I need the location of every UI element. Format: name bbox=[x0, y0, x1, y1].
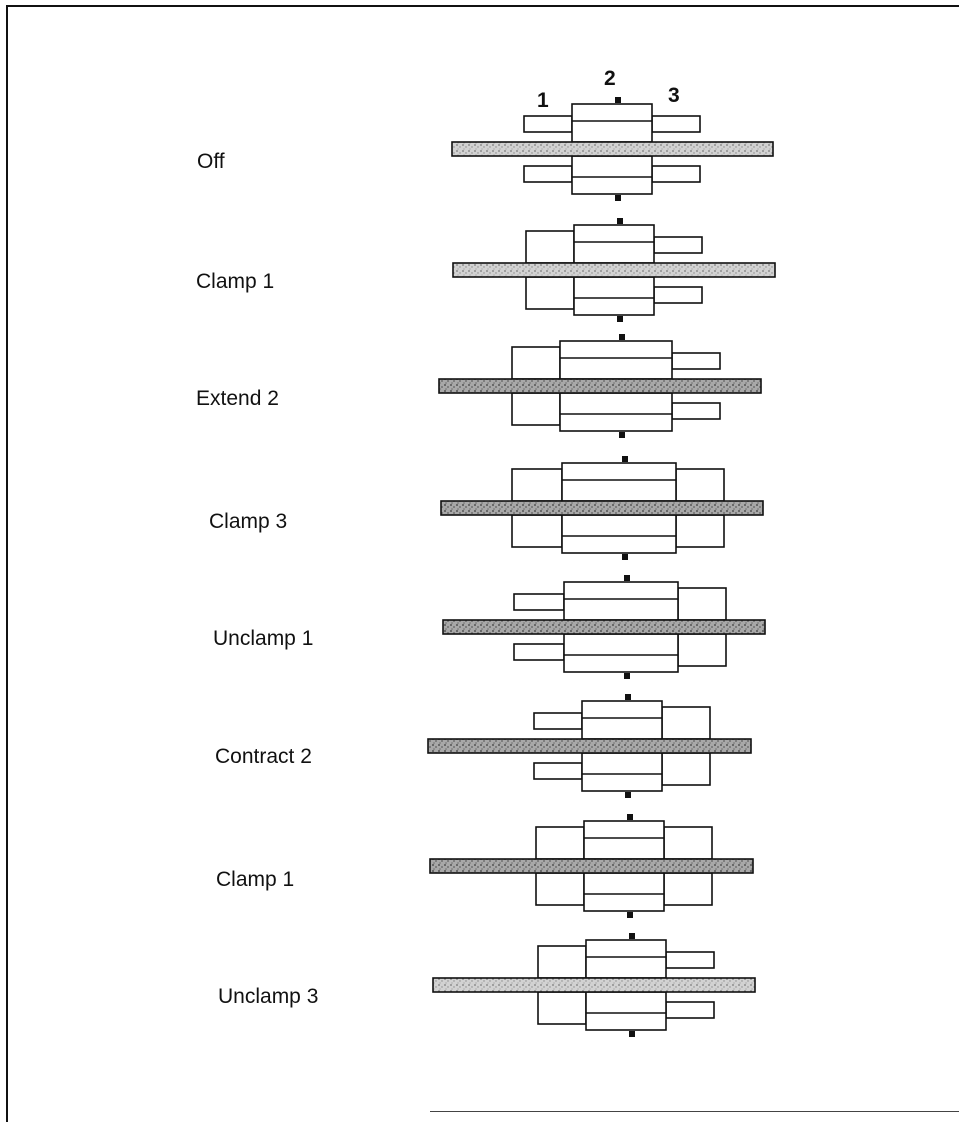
stage-1-marker-top bbox=[615, 97, 621, 103]
stage-3-marker-top bbox=[619, 334, 625, 340]
stage-1-actuator-2-lower bbox=[571, 155, 653, 195]
position-label-2: 2 bbox=[604, 67, 616, 90]
frame-bottom-border bbox=[430, 1111, 959, 1112]
stage-5-rod bbox=[442, 619, 766, 635]
stage-6-marker-top bbox=[625, 694, 631, 700]
stage-3-actuator-2-upper bbox=[559, 340, 673, 380]
stage-5-marker-bottom bbox=[624, 673, 630, 679]
stage-4-actuator-2-lower bbox=[561, 514, 677, 554]
stage-6-clamp-1-upper bbox=[533, 712, 583, 730]
stage-2-rod bbox=[452, 262, 776, 278]
stage-5-actuator-2-upper bbox=[563, 581, 679, 621]
position-label-1: 1 bbox=[537, 89, 549, 112]
stage-3-clamp-3-lower bbox=[671, 402, 721, 420]
stage-8-actuator-2-lower bbox=[585, 991, 667, 1031]
stage-7-clamp-3-lower bbox=[663, 872, 713, 906]
stage-4-clamp-3-upper bbox=[675, 468, 725, 502]
stage-4-clamp-1-lower bbox=[511, 514, 563, 548]
stage-7-rod bbox=[429, 858, 754, 874]
stage-1-rod bbox=[451, 141, 774, 157]
stage-2-clamp-1-lower bbox=[525, 276, 575, 310]
stage-7-marker-bottom bbox=[627, 912, 633, 918]
stage-1-clamp-1-lower bbox=[523, 165, 573, 183]
step-label-unclamp-1: Unclamp 1 bbox=[213, 627, 314, 650]
stage-3-clamp-3-upper bbox=[671, 352, 721, 370]
stage-1-clamp-3-upper bbox=[651, 115, 701, 133]
stage-5-clamp-3-upper bbox=[677, 587, 727, 621]
stage-2-clamp-3-lower bbox=[653, 286, 703, 304]
stage-2-clamp-3-upper bbox=[653, 236, 703, 254]
stage-6-clamp-1-lower bbox=[533, 762, 583, 780]
stage-8-rod bbox=[432, 977, 756, 993]
stage-1-clamp-1-upper bbox=[523, 115, 573, 133]
stage-1-clamp-3-lower bbox=[651, 165, 701, 183]
stage-7-clamp-1-upper bbox=[535, 826, 585, 860]
stage-7-clamp-1-lower bbox=[535, 872, 585, 906]
stage-7-actuator-2-upper bbox=[583, 820, 665, 860]
stage-6-actuator-2-upper bbox=[581, 700, 663, 740]
stage-8-marker-bottom bbox=[629, 1031, 635, 1037]
stage-6-marker-bottom bbox=[625, 792, 631, 798]
step-label-contract-2: Contract 2 bbox=[215, 745, 312, 768]
stage-2-actuator-2-lower bbox=[573, 276, 655, 316]
stage-6-rod bbox=[427, 738, 752, 754]
stage-3-clamp-1-lower bbox=[511, 392, 561, 426]
stage-2-marker-top bbox=[617, 218, 623, 224]
stage-4-marker-top bbox=[622, 456, 628, 462]
stage-2-marker-bottom bbox=[617, 316, 623, 322]
stage-4-rod bbox=[440, 500, 764, 516]
stage-2-clamp-1-upper bbox=[525, 230, 575, 264]
frame-top-border bbox=[6, 5, 959, 7]
stage-8-actuator-2-upper bbox=[585, 939, 667, 979]
step-label-clamp-3: Clamp 3 bbox=[209, 510, 288, 533]
step-label-off: Off bbox=[197, 150, 225, 173]
stage-6-clamp-3-lower bbox=[661, 752, 711, 786]
stage-6-clamp-3-upper bbox=[661, 706, 711, 740]
stage-4-actuator-2-upper bbox=[561, 462, 677, 502]
stage-8-marker-top bbox=[629, 933, 635, 939]
position-label-3: 3 bbox=[668, 84, 680, 107]
stage-5-clamp-3-lower bbox=[677, 633, 727, 667]
stage-5-clamp-1-lower bbox=[513, 643, 565, 661]
stage-3-actuator-2-lower bbox=[559, 392, 673, 432]
stage-1-actuator-2-upper bbox=[571, 103, 653, 143]
stage-3-clamp-1-upper bbox=[511, 346, 561, 380]
stage-4-clamp-3-lower bbox=[675, 514, 725, 548]
stage-8-clamp-3-lower bbox=[665, 1001, 715, 1019]
stage-7-actuator-2-lower bbox=[583, 872, 665, 912]
step-label-clamp-1-second: Clamp 1 bbox=[216, 868, 295, 891]
stage-5-marker-top bbox=[624, 575, 630, 581]
stage-8-clamp-1-lower bbox=[537, 991, 587, 1025]
stage-8-clamp-3-upper bbox=[665, 951, 715, 969]
stage-2-actuator-2-upper bbox=[573, 224, 655, 264]
stage-4-clamp-1-upper bbox=[511, 468, 563, 502]
step-label-unclamp-3: Unclamp 3 bbox=[218, 985, 319, 1008]
stage-1-marker-bottom bbox=[615, 195, 621, 201]
stage-7-marker-top bbox=[627, 814, 633, 820]
step-label-extend-2: Extend 2 bbox=[196, 387, 279, 410]
stage-5-actuator-2-lower bbox=[563, 633, 679, 673]
frame-left-border bbox=[6, 5, 8, 1122]
stage-7-clamp-3-upper bbox=[663, 826, 713, 860]
stage-3-marker-bottom bbox=[619, 432, 625, 438]
step-label-clamp-1: Clamp 1 bbox=[196, 270, 275, 293]
stage-3-rod bbox=[438, 378, 762, 394]
stage-5-clamp-1-upper bbox=[513, 593, 565, 611]
stage-8-clamp-1-upper bbox=[537, 945, 587, 979]
stage-6-actuator-2-lower bbox=[581, 752, 663, 792]
stage-4-marker-bottom bbox=[622, 554, 628, 560]
